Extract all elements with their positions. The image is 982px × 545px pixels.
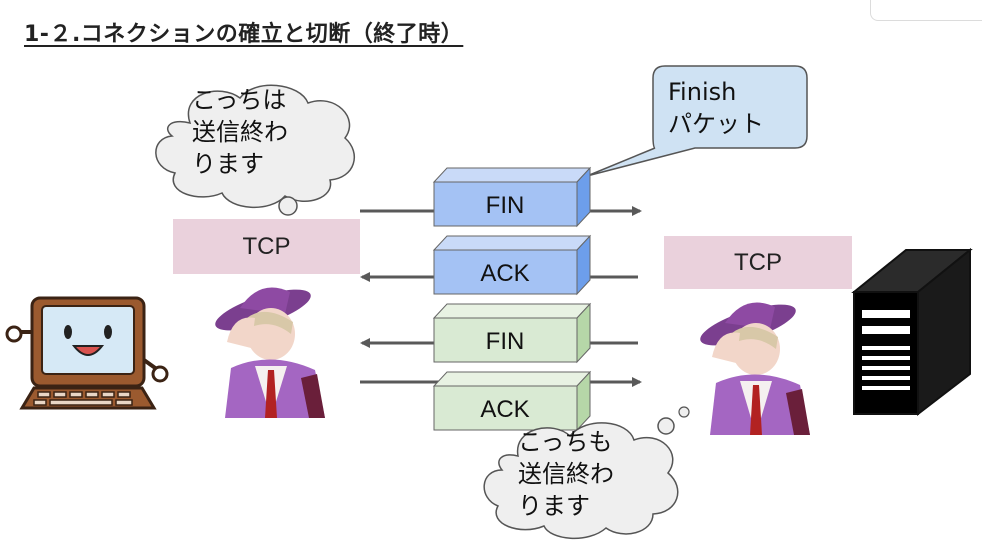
left-tcp-box: TCP — [173, 219, 360, 274]
right-tcp-box: TCP — [664, 236, 852, 289]
top-right-panel-edge — [870, 0, 982, 21]
packet-fin-1: FIN — [432, 166, 592, 228]
callout-line: Finish — [668, 78, 737, 106]
finish-callout-bubble — [586, 65, 808, 177]
left-thought-line: 送信終わ — [192, 118, 288, 146]
packet-label: ACK — [480, 260, 529, 287]
left-thought-text: こっちは 送信終わ ります — [192, 84, 288, 180]
packet-ack-1: ACK — [432, 234, 592, 296]
packet-ack-2: ACK — [432, 370, 592, 432]
right-thought-line: こっちも — [518, 428, 613, 456]
right-thought-line: ります — [518, 492, 590, 520]
left-tcp-label: TCP — [242, 232, 291, 260]
packet-fin-2: FIN — [432, 302, 592, 364]
right-character-illustration — [700, 302, 810, 435]
finish-callout-text: Finish パケット — [668, 76, 764, 140]
computer-illustration — [5, 296, 169, 410]
right-tcp-label: TCP — [734, 248, 782, 276]
right-thought-text: こっちも 送信終わ ります — [518, 426, 614, 522]
callout-line: パケット — [668, 110, 764, 138]
page-title: 1-２.コネクションの確立と切断（終了時） — [24, 22, 464, 47]
packet-label: ACK — [480, 396, 529, 423]
packet-label: FIN — [486, 328, 525, 355]
left-character-illustration — [215, 287, 325, 418]
server-illustration — [851, 247, 973, 417]
left-thought-line: こっちは — [192, 86, 287, 114]
right-thought-line: 送信終わ — [518, 460, 614, 488]
right-thought-cloud — [483, 406, 690, 540]
left-thought-line: ります — [192, 150, 264, 178]
packet-label: FIN — [486, 192, 525, 219]
